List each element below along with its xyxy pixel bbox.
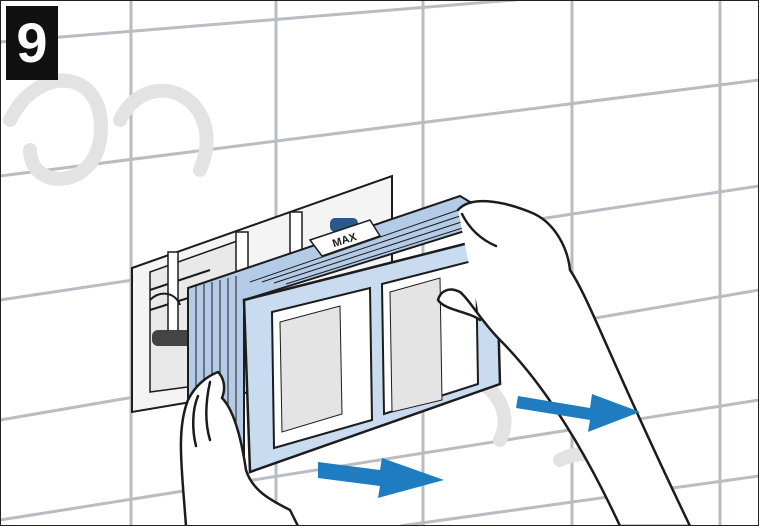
flush-module: MAX: [187, 194, 503, 474]
arrow-right-icon: [318, 394, 640, 498]
step-number-badge: 9: [6, 6, 58, 80]
hand-icon: [179, 199, 692, 526]
